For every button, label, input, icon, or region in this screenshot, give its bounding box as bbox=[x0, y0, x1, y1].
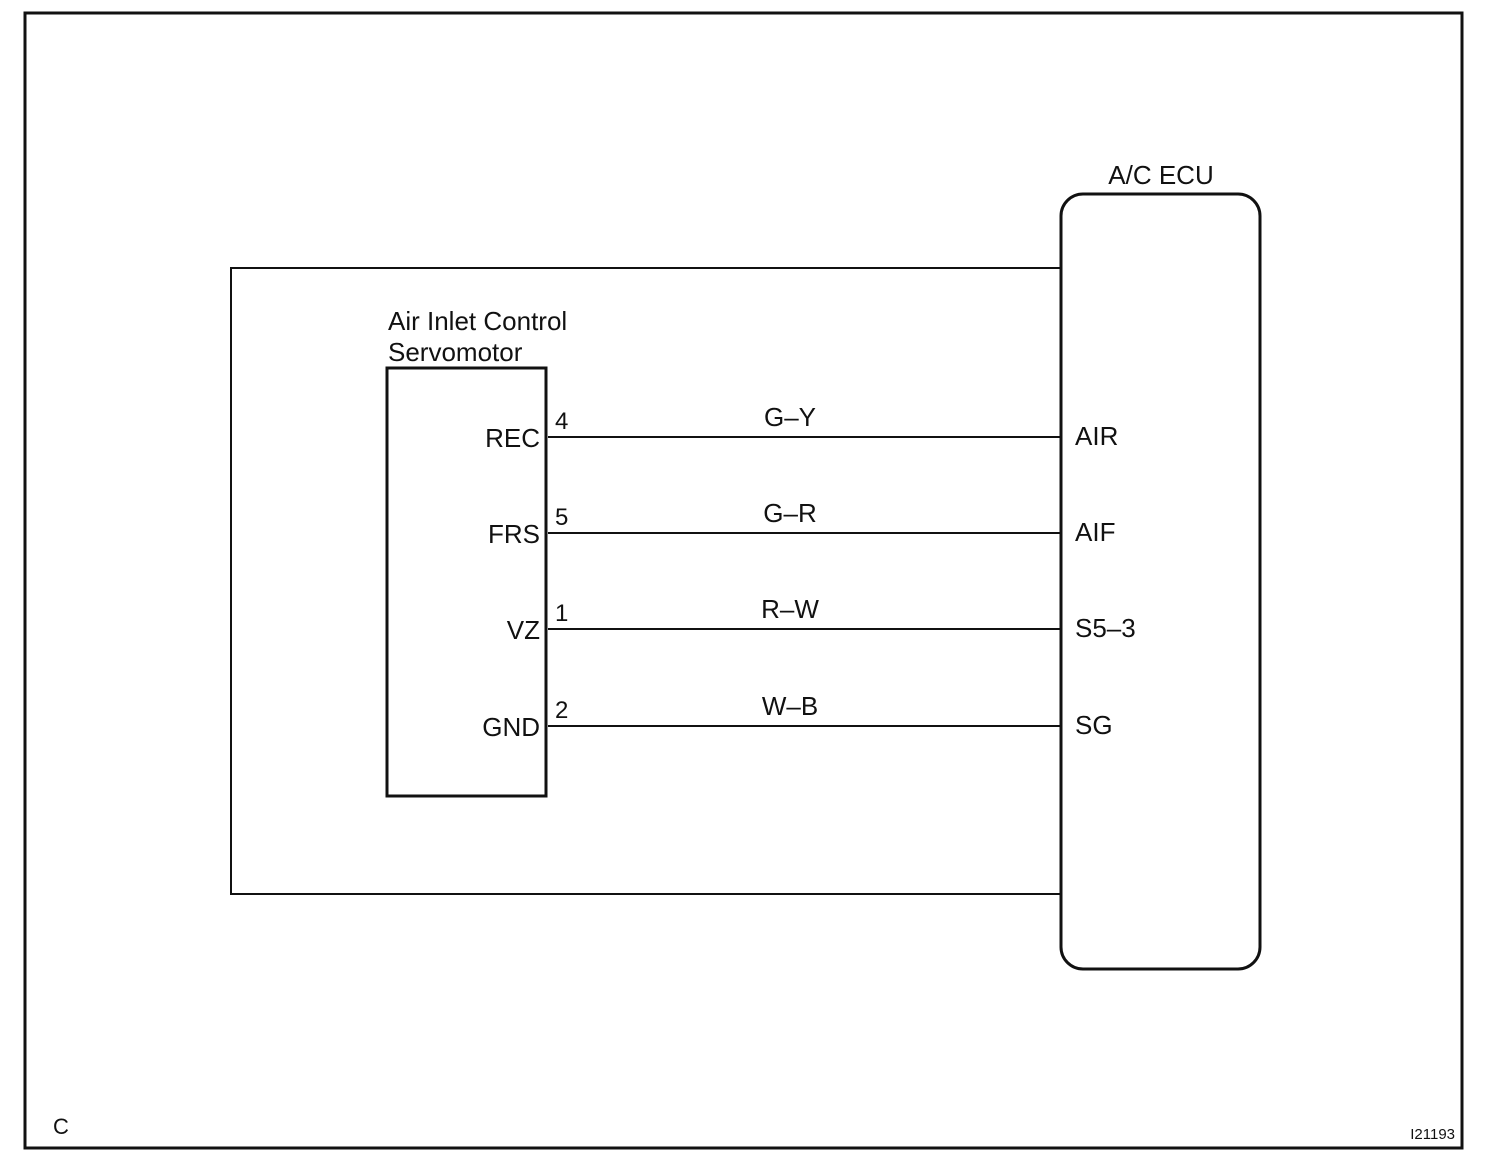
motor-terminal-label: VZ bbox=[507, 615, 540, 645]
ecu-terminal-label: AIR bbox=[1075, 421, 1118, 451]
figure-code: I21193 bbox=[1410, 1126, 1455, 1143]
wire-color-label: R–W bbox=[761, 594, 819, 624]
servomotor-title-line2: Servomotor bbox=[388, 337, 523, 367]
servomotor-title-line1: Air Inlet Control bbox=[388, 306, 567, 336]
pin-number: 4 bbox=[555, 408, 568, 435]
pin-number: 1 bbox=[555, 600, 568, 627]
wire-color-label: G–R bbox=[763, 498, 816, 528]
pin-number: 2 bbox=[555, 697, 568, 724]
pin-number: 5 bbox=[555, 504, 568, 531]
motor-terminal-label: FRS bbox=[488, 519, 540, 549]
ecu-title: A/C ECU bbox=[1108, 160, 1213, 190]
ecu-terminal-label: AIF bbox=[1075, 517, 1115, 547]
motor-terminal-label: REC bbox=[485, 423, 540, 453]
wire-color-label: G–Y bbox=[764, 402, 816, 432]
ecu-box bbox=[1059, 192, 1262, 971]
motor-terminal-label: GND bbox=[482, 712, 540, 742]
wire-color-label: W–B bbox=[762, 691, 818, 721]
harness-outline bbox=[230, 267, 1062, 895]
outer-frame bbox=[23, 11, 1464, 1150]
ecu-terminal-label: S5–3 bbox=[1075, 613, 1136, 643]
panel-letter: C bbox=[53, 1114, 69, 1139]
servomotor-box bbox=[385, 366, 548, 798]
ecu-terminal-label: SG bbox=[1075, 710, 1113, 740]
